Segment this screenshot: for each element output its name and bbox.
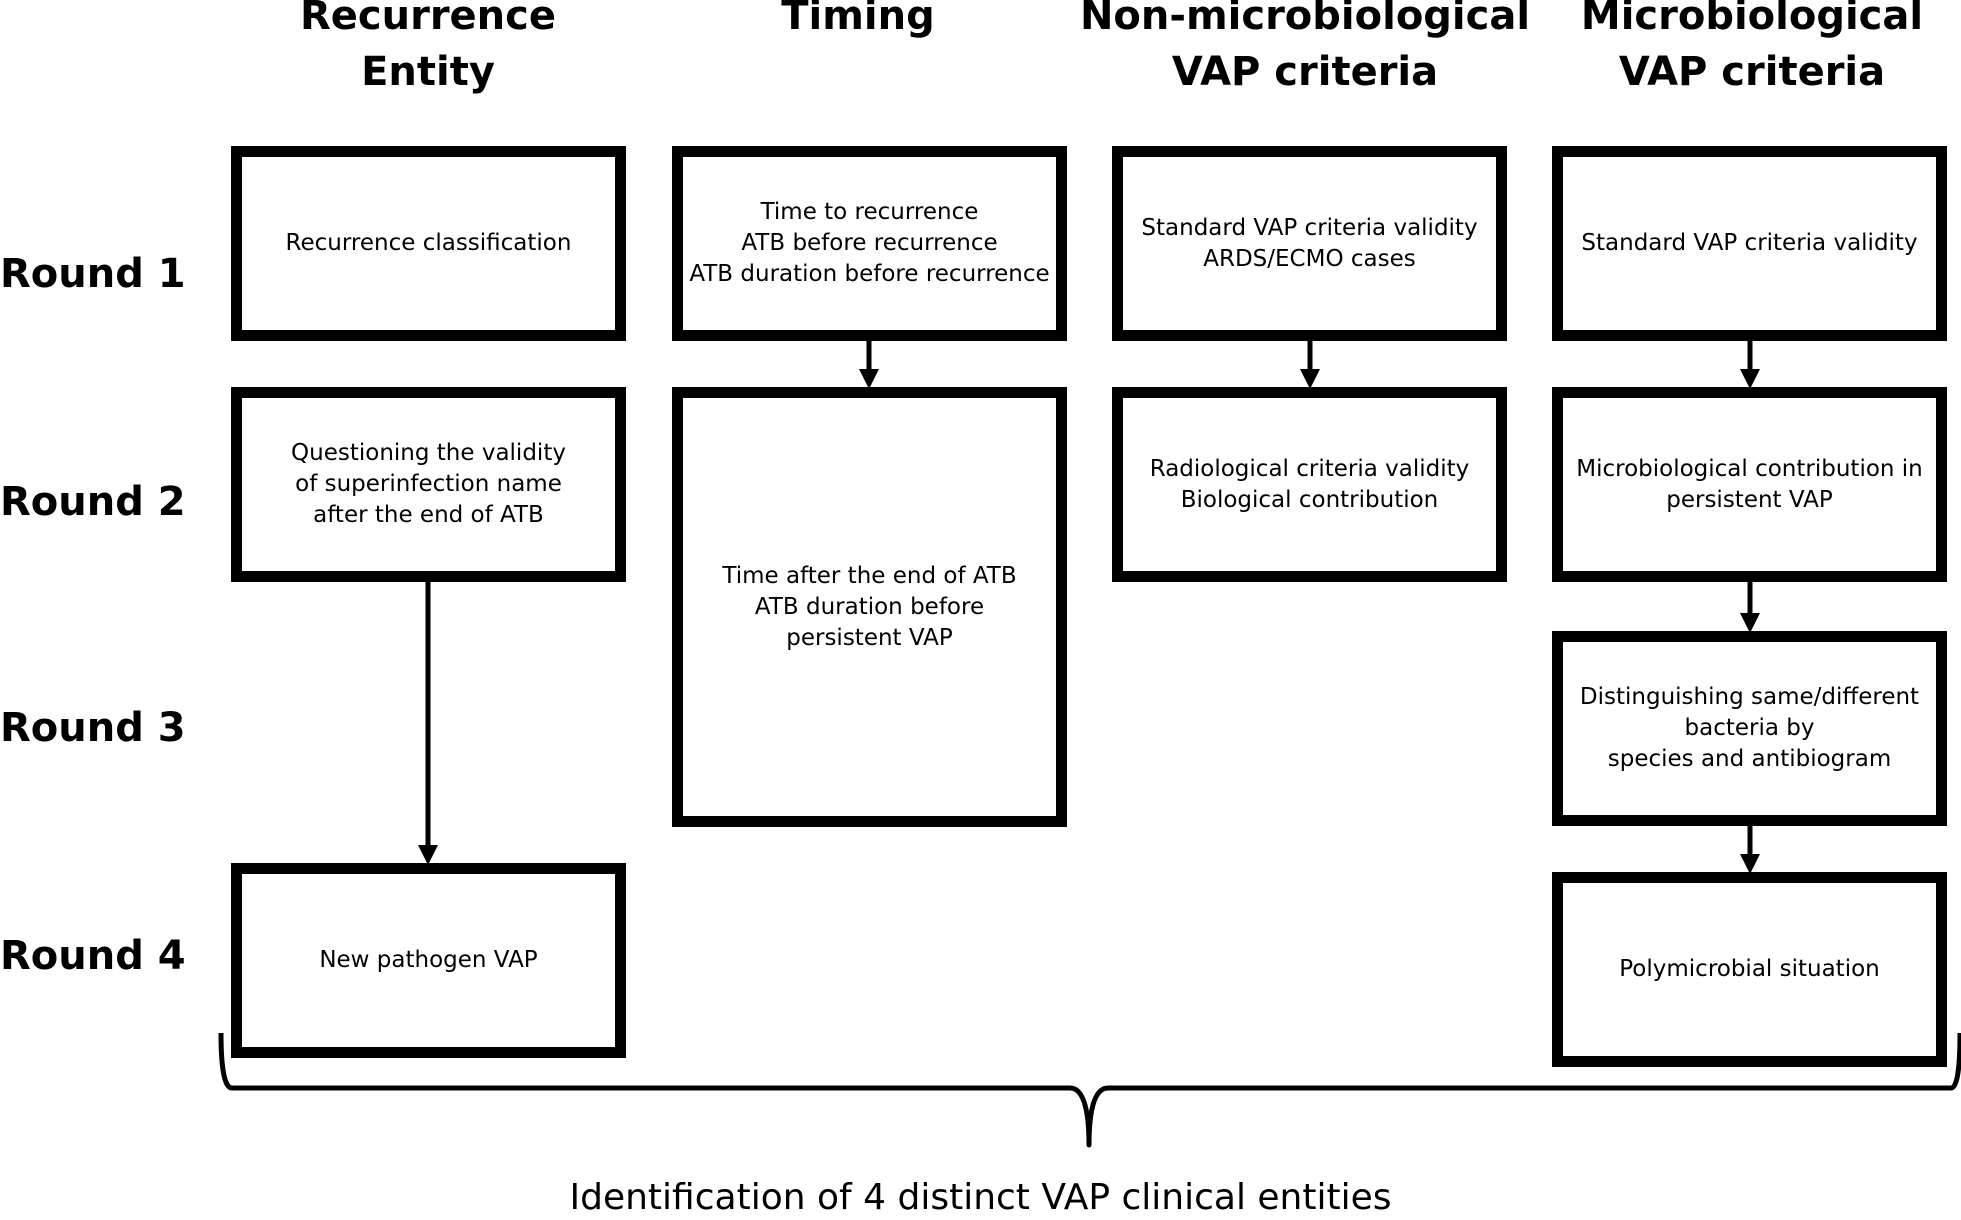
- box-microbiological-round-2: Microbiological contribution in persiste…: [1552, 387, 1947, 582]
- box-recurrence-round-4: New pathogen VAP: [231, 863, 626, 1058]
- box-text: Questioning the validity of superinfecti…: [291, 440, 566, 528]
- box-text: Standard VAP criteria validity: [1581, 230, 1918, 256]
- column-header-non-microbiological: Non-microbiological VAP criteria: [1079, 0, 1531, 95]
- box-microbiological-round-1: Standard VAP criteria validity: [1552, 146, 1947, 341]
- box-recurrence-round-2: Questioning the validity of superinfecti…: [231, 387, 626, 582]
- footer-caption: Identification of 4 distinct VAP clinica…: [569, 1177, 1392, 1218]
- box-text: Recurrence classification: [285, 230, 572, 256]
- box-text: Time to recurrence ATB before recurrence…: [689, 199, 1050, 287]
- round-label-4: Round 4: [0, 933, 186, 979]
- curly-brace: [218, 1032, 1961, 1148]
- box-timing-round-1: Time to recurrence ATB before recurrence…: [672, 146, 1067, 341]
- column-header-recurrence-entity: Recurrence Entity: [299, 0, 556, 95]
- box-non-microbiological-round-1: Standard VAP criteria validity ARDS/ECMO…: [1112, 146, 1507, 341]
- box-text: Polymicrobial situation: [1619, 956, 1880, 982]
- box-recurrence-round-1: Recurrence classification: [231, 146, 626, 341]
- box-timing-round-2: Time after the end of ATB ATB duration b…: [672, 387, 1067, 827]
- box-microbiological-round-3: Distinguishing same/different bacteria b…: [1552, 631, 1947, 826]
- round-label-2: Round 2: [0, 479, 186, 525]
- box-text: Distinguishing same/different bacteria b…: [1579, 684, 1920, 772]
- box-text: Radiological criteria validity Biologica…: [1149, 455, 1470, 513]
- round-label-3: Round 3: [0, 705, 186, 751]
- round-label-1: Round 1: [0, 251, 186, 297]
- box-text: Time after the end of ATB ATB duration b…: [722, 562, 1017, 651]
- box-text: New pathogen VAP: [319, 947, 538, 973]
- column-header-timing: Timing: [781, 0, 935, 39]
- box-non-microbiological-round-2: Radiological criteria validity Biologica…: [1112, 387, 1507, 582]
- box-text: Microbiological contribution in persiste…: [1576, 455, 1923, 513]
- box-text: Standard VAP criteria validity ARDS/ECMO…: [1141, 214, 1478, 272]
- column-header-microbiological: Microbiological VAP criteria: [1580, 0, 1924, 95]
- box-microbiological-round-4: Polymicrobial situation: [1552, 872, 1947, 1067]
